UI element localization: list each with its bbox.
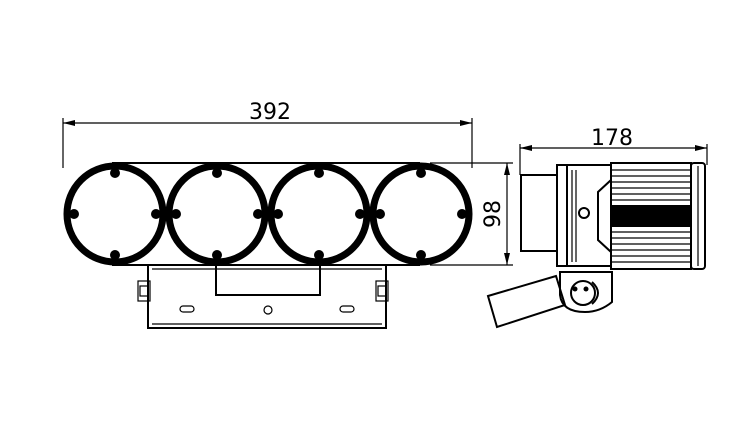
lens-2 [165, 162, 269, 266]
height-dimension: 98 [430, 162, 513, 266]
front-cap [520, 174, 558, 252]
width-label: 392 [249, 100, 291, 125]
side-screw [578, 207, 590, 219]
height-label: 98 [481, 200, 506, 228]
lens-3 [267, 162, 371, 266]
yoke-knuckle [559, 271, 613, 314]
width-dimension: 392 [62, 100, 473, 168]
side-width-label: 178 [591, 126, 633, 151]
bracket-arm [486, 274, 567, 329]
side-view: 178 [486, 126, 708, 329]
side-width-dimension: 178 [519, 126, 708, 175]
front-view: 392 98 [62, 100, 513, 329]
lens-4 [369, 162, 473, 266]
lens-1 [63, 162, 167, 266]
heatsink [610, 162, 706, 270]
side-body [556, 164, 612, 267]
mounting-bracket [137, 264, 389, 329]
